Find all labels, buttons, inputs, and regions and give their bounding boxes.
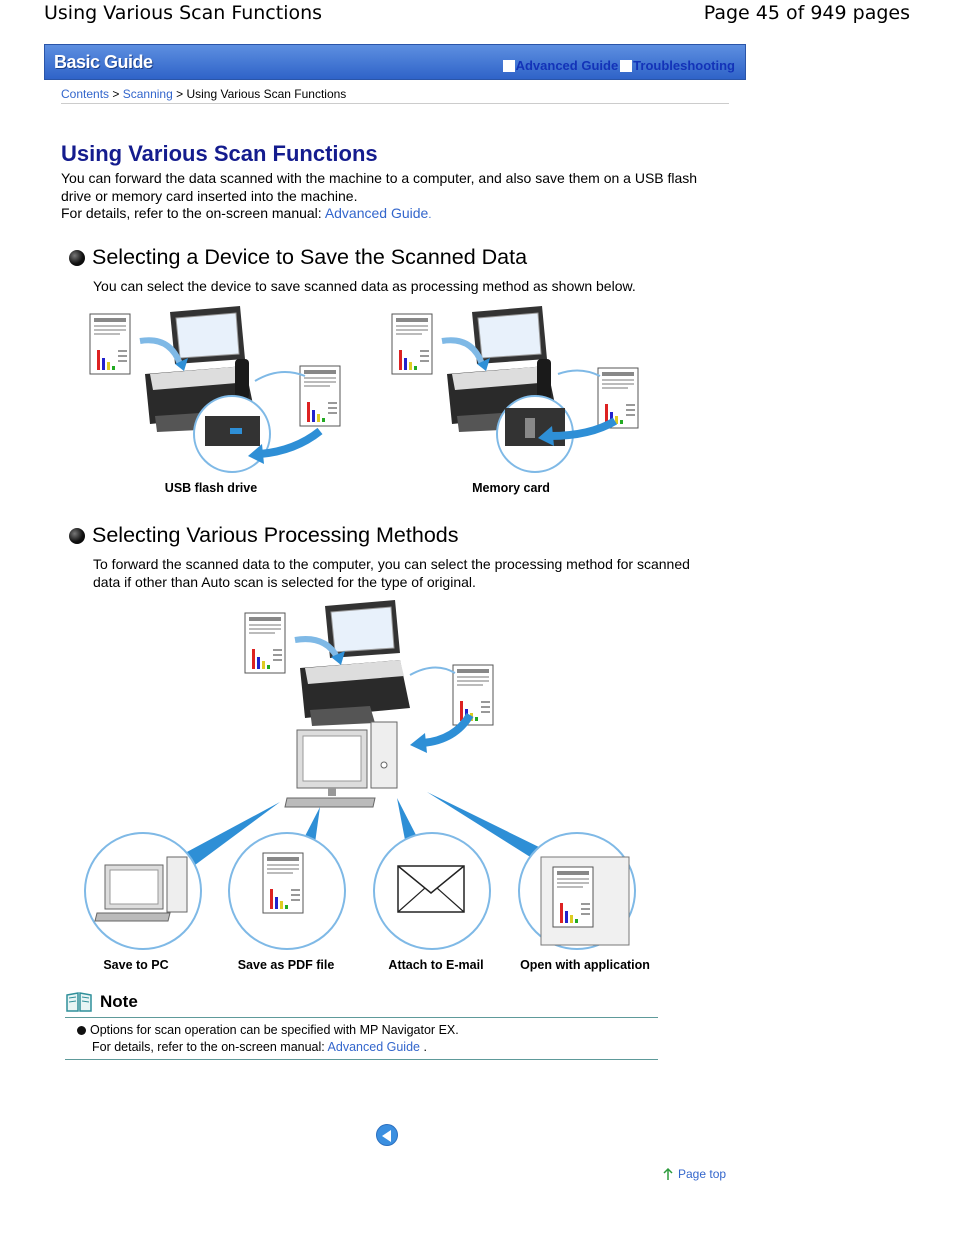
back-arrow-button[interactable] bbox=[376, 1124, 398, 1146]
section-processing-line: To forward the scanned data to the compu… bbox=[93, 556, 690, 572]
breadcrumb-scanning-link[interactable]: Scanning bbox=[122, 87, 173, 101]
note-line-text: Options for scan operation can be specif… bbox=[90, 1023, 459, 1037]
banner-links: Advanced Guide Troubleshooting bbox=[502, 58, 735, 73]
main-heading: Using Various Scan Functions bbox=[61, 141, 378, 166]
bullet-icon bbox=[77, 1026, 86, 1036]
caption-save-as-pdf: Save as PDF file bbox=[237, 958, 335, 972]
note-heading-text: Note bbox=[100, 992, 138, 1011]
bullet-icon bbox=[69, 249, 85, 266]
section-device-heading: Selecting a Device to Save the Scanned D… bbox=[69, 245, 527, 270]
guide-banner: Basic Guide Advanced Guide Troubleshooti… bbox=[44, 44, 746, 80]
caption-save-to-pc: Save to PC bbox=[103, 958, 169, 972]
troubleshooting-link[interactable]: Troubleshooting bbox=[620, 58, 735, 73]
basic-guide-logo: Basic Guide bbox=[54, 52, 153, 72]
page-title: Using Various Scan Functions bbox=[44, 2, 323, 24]
intro-line: drive or memory card inserted into the m… bbox=[61, 187, 358, 204]
troubleshooting-label: Troubleshooting bbox=[633, 58, 735, 73]
caption-attach-to-email: Attach to E-mail bbox=[388, 958, 484, 972]
section-processing-heading: Selecting Various Processing Methods bbox=[69, 523, 459, 548]
bullet-icon bbox=[69, 527, 85, 544]
caption-usb-flash-drive: USB flash drive bbox=[164, 481, 258, 495]
note-top-divider bbox=[65, 1017, 658, 1018]
advanced-guide-link[interactable]: Advanced Guide bbox=[502, 58, 619, 73]
intro-line: For details, refer to the on-screen manu… bbox=[61, 205, 731, 225]
breadcrumb-separator: > bbox=[172, 87, 187, 101]
link-square-icon bbox=[502, 59, 515, 72]
caption-memory-card: Memory card bbox=[472, 481, 550, 495]
page-top-label: Page top bbox=[678, 1167, 727, 1181]
note-line: For details, refer to the on-screen manu… bbox=[77, 1039, 459, 1056]
section-processing-line: data if other than Auto scan is selected… bbox=[93, 573, 476, 590]
book-icon bbox=[66, 992, 92, 1012]
intro-advanced-guide-link[interactable]: Advanced Guide bbox=[324, 205, 429, 221]
device-illustration bbox=[89, 305, 639, 473]
intro-line: You can forward the data scanned with th… bbox=[61, 170, 698, 186]
arrow-up-icon bbox=[663, 1167, 673, 1180]
breadcrumb-current: Using Various Scan Functions bbox=[186, 87, 347, 101]
breadcrumb-separator: > bbox=[109, 87, 123, 101]
note-line: Options for scan operation can be specif… bbox=[77, 1022, 459, 1039]
note-line-text: For details, refer to the on-screen manu… bbox=[92, 1040, 328, 1054]
section-processing-heading-text: Selecting Various Processing Methods bbox=[92, 523, 459, 547]
page-counter: Page 45 of 949 pages bbox=[703, 2, 910, 24]
breadcrumb-contents-link[interactable]: Contents bbox=[61, 87, 110, 101]
processing-illustration bbox=[84, 600, 636, 950]
section-device-heading-text: Selecting a Device to Save the Scanned D… bbox=[92, 245, 528, 269]
note-heading: Note bbox=[65, 991, 138, 1013]
note-advanced-guide-link[interactable]: Advanced Guide bbox=[327, 1040, 420, 1054]
breadcrumb-divider bbox=[61, 103, 729, 104]
note-period: . bbox=[419, 1040, 427, 1054]
link-square-icon bbox=[620, 59, 633, 72]
page-top-link[interactable]: Page top bbox=[662, 1167, 726, 1181]
note-body: Options for scan operation can be specif… bbox=[77, 1022, 459, 1056]
intro-period: . bbox=[428, 209, 432, 221]
breadcrumb: Contents > Scanning > Using Various Scan… bbox=[61, 87, 346, 101]
section-device-text: You can select the device to save scanne… bbox=[93, 278, 636, 294]
advanced-guide-label: Advanced Guide bbox=[515, 58, 619, 73]
note-bottom-divider bbox=[65, 1059, 658, 1060]
intro-text: For details, refer to the on-screen manu… bbox=[61, 205, 325, 221]
intro-paragraph: You can forward the data scanned with th… bbox=[61, 170, 731, 225]
section-processing-text: To forward the scanned data to the compu… bbox=[93, 556, 733, 591]
caption-open-with-application: Open with application bbox=[520, 958, 650, 972]
